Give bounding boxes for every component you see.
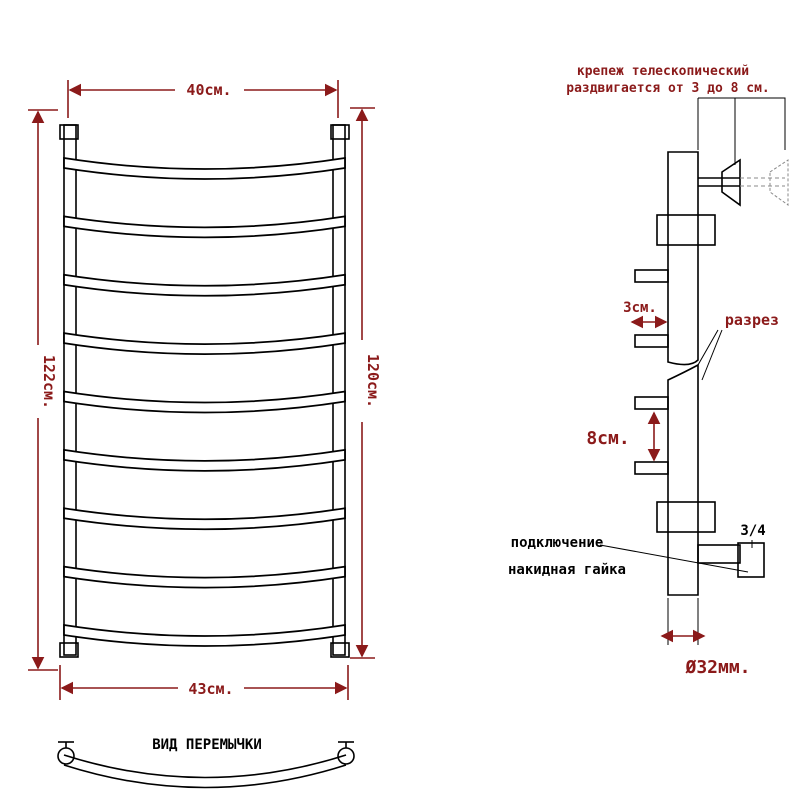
jumper-view: ВИД ПЕРЕМЫЧКИ <box>57 737 355 789</box>
top-width-label: 40см. <box>186 81 231 99</box>
rung-stubs <box>634 269 669 475</box>
offset-label: 3см. <box>623 300 657 316</box>
clamp-lower <box>656 501 716 533</box>
telescopic-mount <box>698 158 789 207</box>
left-upright <box>59 124 79 658</box>
rung <box>63 390 346 414</box>
axis-height-dimension: 120см. <box>350 107 382 659</box>
total-height-label: 122см. <box>40 355 58 409</box>
thread-label: 3/4 <box>740 523 765 539</box>
right-upright <box>330 124 350 658</box>
total-height-dimension: 122см. <box>28 109 58 671</box>
jumper-view-label: ВИД ПЕРЕМЫЧКИ <box>152 737 262 753</box>
rung <box>63 332 346 355</box>
rung <box>63 565 346 589</box>
rung <box>63 623 346 647</box>
rung <box>63 507 346 531</box>
mount-caption-line2: раздвигается от 3 до 8 см. <box>566 81 770 96</box>
rung <box>63 448 346 472</box>
top-width-dimension: 40см. <box>67 80 339 118</box>
rungs <box>63 156 346 647</box>
clamp-upper <box>656 214 716 246</box>
rung <box>63 156 346 180</box>
rung <box>63 215 346 239</box>
bottom-width-dimension: 43см. <box>59 665 349 700</box>
mount-caption-line1: крепеж телескопический <box>577 64 749 79</box>
side-view: крепеж телескопический раздвигается от 3… <box>508 64 789 678</box>
section-label: разрез <box>725 311 779 329</box>
upright-upper <box>667 151 699 366</box>
spacing-label: 8см. <box>586 428 629 449</box>
connection-label-line2: накидная гайка <box>508 562 626 578</box>
connection-label-line1: подключение <box>511 535 604 551</box>
diameter-label: Ø32мм. <box>684 657 750 678</box>
rung <box>63 273 346 297</box>
union-nut <box>697 542 765 578</box>
axis-height-label: 120см. <box>364 354 382 408</box>
front-view: 40см. 43см. 122см. 120см. <box>28 80 382 700</box>
bottom-width-label: 43см. <box>188 680 233 698</box>
